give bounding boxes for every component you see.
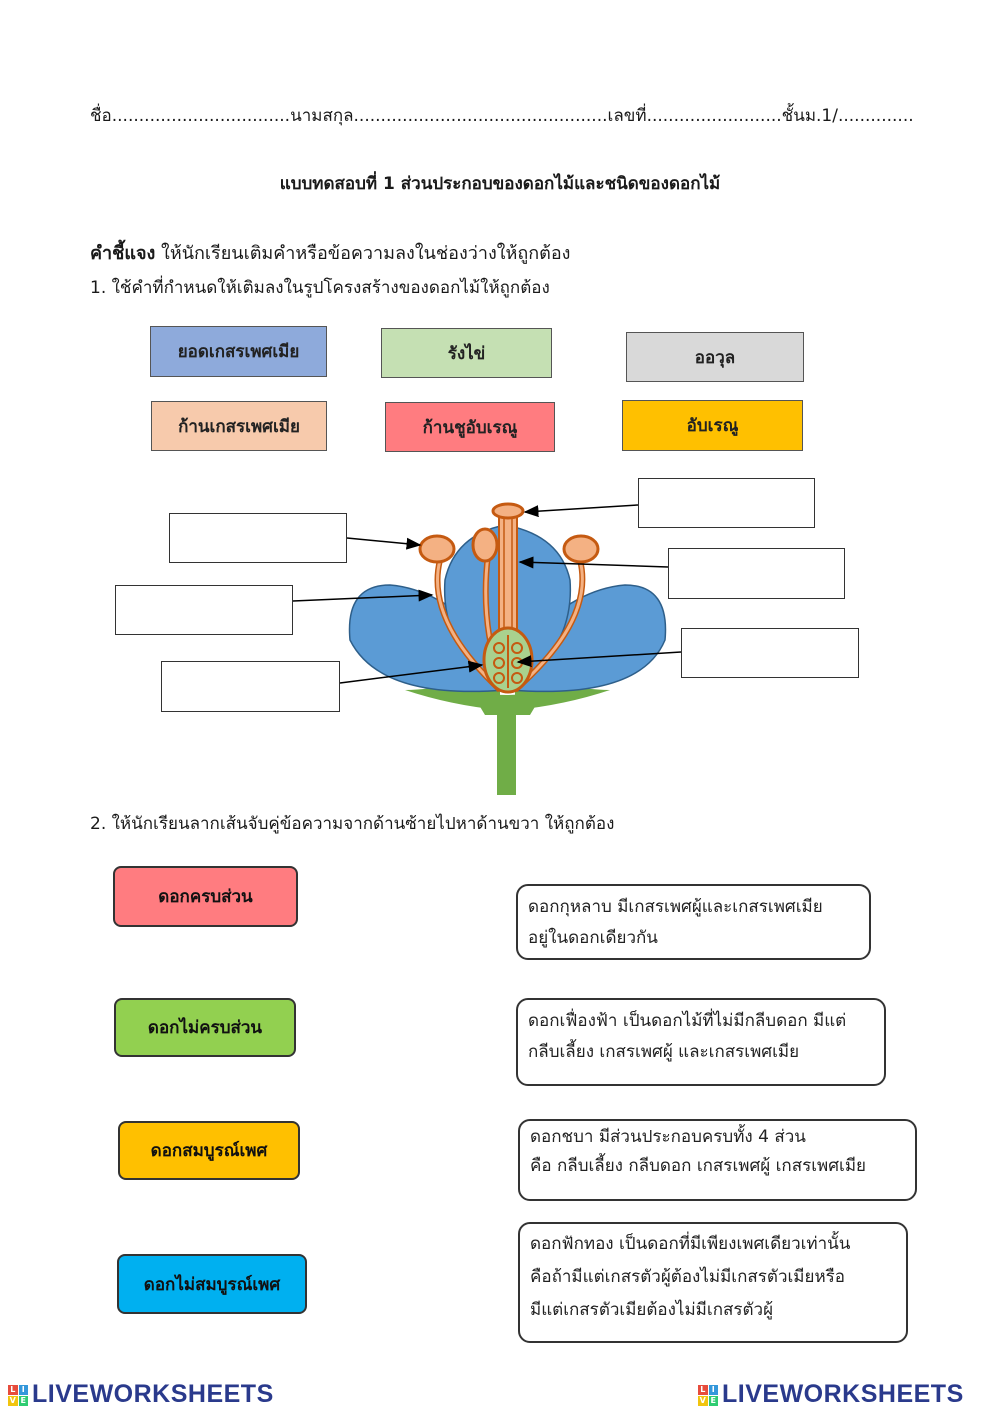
instructions-label: คำชี้แจง <box>90 243 156 264</box>
match-right-rose-line-1: ดอกกุหลาบ มีเกสรเพศผู้และเกสรเพศเมีย <box>528 897 823 917</box>
arrow-filament <box>292 589 434 602</box>
logo-mark-letter-1: L <box>8 1384 18 1395</box>
ovule-3 <box>493 657 505 669</box>
word-ovule[interactable]: ออวุล <box>626 332 804 382</box>
match-right-pumpkin[interactable]: ดอกฟักทอง เป็นดอกที่มีเพียงเพศเดียวเท่าน… <box>518 1222 908 1343</box>
answer-box-3[interactable] <box>161 661 340 712</box>
arrow-stigma <box>523 504 639 518</box>
logo-mark-letter-4: E <box>18 1395 28 1406</box>
match-left-perfect-flower[interactable]: ดอกสมบูรณ์เพศ <box>118 1121 300 1180</box>
word-style[interactable]: ก้านเกสรเพศเมีย <box>151 401 327 451</box>
liveworksheets-logo-text: LIVEWORKSHEETS <box>32 1380 274 1408</box>
pistil-style <box>498 514 518 636</box>
logo-mark-letter-3: V <box>8 1395 18 1406</box>
flower-stem <box>497 700 516 795</box>
anther-left <box>418 534 456 564</box>
match-right-pumpkin-line-1: ดอกฟักทอง เป็นดอกที่มีเพียงเพศเดียวเท่าน… <box>530 1234 851 1254</box>
logo-mark-letter-4: E <box>708 1395 718 1406</box>
ovule-5 <box>493 672 505 684</box>
logo-mark-letter-3: V <box>698 1395 708 1406</box>
match-right-bougainvillea[interactable]: ดอกเฟื่องฟ้า เป็นดอกไม้ที่ไม่มีกลีบดอก ม… <box>516 998 886 1086</box>
logo-mark-letter-2: I <box>18 1384 28 1395</box>
ovule-1 <box>493 642 505 654</box>
receptacle <box>470 690 545 715</box>
anther-middle <box>471 527 499 563</box>
liveworksheets-logo-right: L I V E LIVEWORKSHEETS <box>698 1380 964 1409</box>
word-filament[interactable]: ก้านชูอับเรณู <box>385 402 555 452</box>
arrow-style <box>518 556 669 569</box>
instructions-text: ให้นักเรียนเติมคำหรือข้อความลงในช่องว่าง… <box>155 243 571 264</box>
answer-box-2[interactable] <box>115 585 293 635</box>
word-stigma[interactable]: ยอดเกสรเพศเมีย <box>150 326 327 377</box>
match-left-complete-flower[interactable]: ดอกครบส่วน <box>113 866 298 927</box>
ovule-2 <box>511 642 523 654</box>
arrow-ovary <box>339 660 484 684</box>
word-ovary[interactable]: รังไข่ <box>381 328 552 378</box>
liveworksheets-logo-text: LIVEWORKSHEETS <box>722 1380 964 1408</box>
match-left-incomplete-flower[interactable]: ดอกไม่ครบส่วน <box>114 998 296 1057</box>
match-right-pumpkin-line-2: คือถ้ามีแต่เกสรตัวผู้ต้องไม่มีเกสรตัวเมี… <box>530 1267 846 1288</box>
student-info-line: ชื่อ.................................นาม… <box>90 106 914 126</box>
answer-box-4[interactable] <box>638 478 815 528</box>
page-title: แบบทดสอบที่ 1 ส่วนประกอบของดอกไม้และชนิด… <box>279 174 721 194</box>
word-anther[interactable]: อับเรณู <box>622 400 803 451</box>
match-right-hibiscus-line-1: ดอกชบา มีส่วนประกอบครบทั้ง 4 ส่วน <box>530 1127 806 1147</box>
match-right-rose-line-2: อยู่ในดอกเดียวกัน <box>528 928 658 949</box>
instructions: คำชี้แจง ให้นักเรียนเติมคำหรือข้อความลงใ… <box>90 238 570 267</box>
anther-right <box>562 534 600 564</box>
pistil-stigma <box>491 502 525 520</box>
answer-box-5[interactable] <box>668 548 845 599</box>
liveworksheets-logo-left: L I V E LIVEWORKSHEETS <box>8 1380 274 1409</box>
match-right-bougainvillea-line-2: กลีบเลี้ยง เกสรเพศผู้ และเกสรเพศเมีย <box>528 1042 800 1063</box>
liveworksheets-logo-mark-icon: L I V E <box>698 1384 718 1406</box>
arrow-anther <box>346 537 422 550</box>
match-right-pumpkin-line-3: มีแต่เกสรตัวเมียต้องไม่มีเกสรตัวผู้ <box>530 1300 774 1321</box>
flower-diagram <box>292 502 682 795</box>
match-right-rose[interactable]: ดอกกุหลาบ มีเกสรเพศผู้และเกสรเพศเมีย อยู… <box>516 884 871 960</box>
answer-box-6[interactable] <box>681 628 859 678</box>
logo-mark-letter-1: L <box>698 1384 708 1395</box>
match-right-hibiscus-line-2: คือ กลีบเลี้ยง กลีบดอก เกสรเพศผู้ เกสรเพ… <box>530 1155 867 1176</box>
match-right-hibiscus[interactable]: ดอกชบา มีส่วนประกอบครบทั้ง 4 ส่วน คือ กล… <box>518 1119 917 1201</box>
question-2-text: 2. ให้นักเรียนลากเส้นจับคู่ข้อความจากด้า… <box>90 814 615 834</box>
match-left-imperfect-flower[interactable]: ดอกไม่สมบูรณ์เพศ <box>117 1254 307 1314</box>
match-right-bougainvillea-line-1: ดอกเฟื่องฟ้า เป็นดอกไม้ที่ไม่มีกลีบดอก ม… <box>528 1011 847 1031</box>
ovule-6 <box>511 672 523 684</box>
logo-mark-letter-2: I <box>708 1384 718 1395</box>
question-1-text: 1. ใช้คำที่กำหนดให้เติมลงในรูปโครงสร้างข… <box>90 278 550 298</box>
liveworksheets-logo-mark-icon: L I V E <box>8 1384 28 1406</box>
answer-box-1[interactable] <box>169 513 347 563</box>
arrow-ovule <box>516 651 682 668</box>
